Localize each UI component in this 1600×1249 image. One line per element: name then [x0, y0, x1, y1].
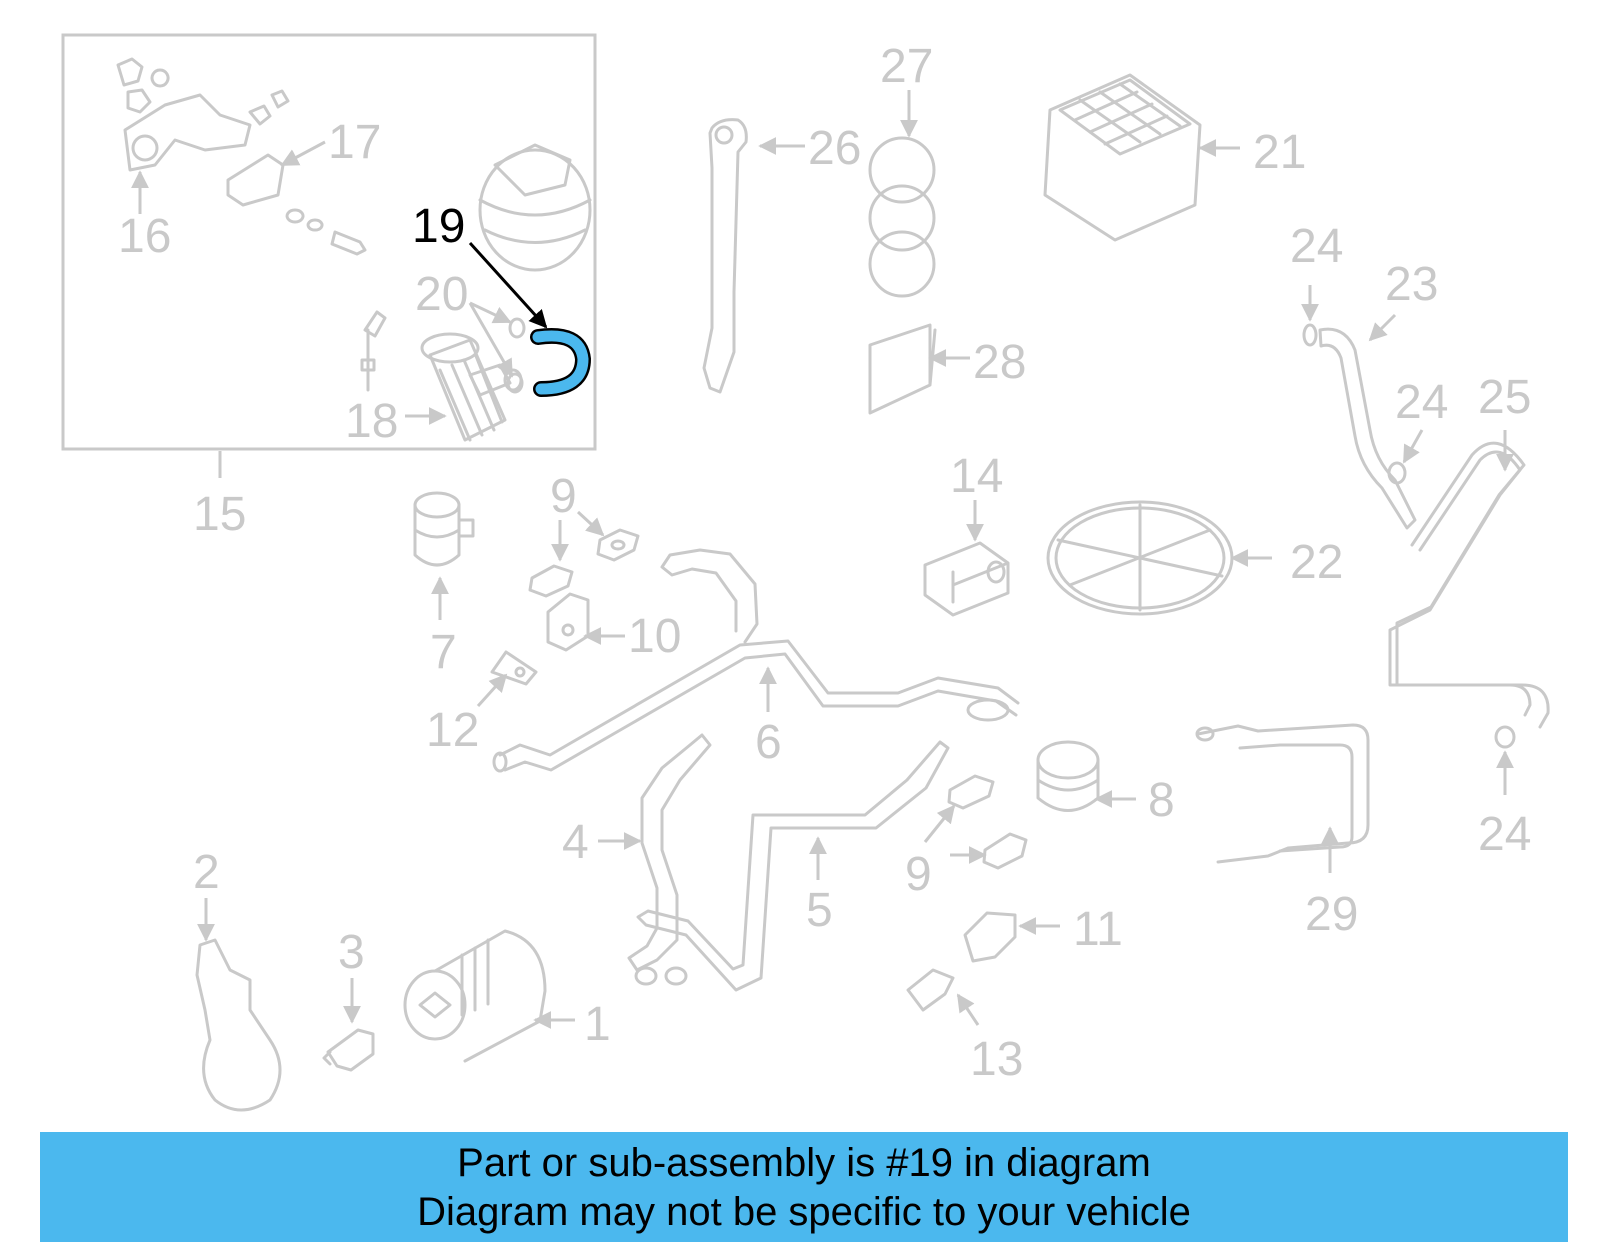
callout-13: 13	[970, 1033, 1023, 1086]
part-28-bracket[interactable]	[868, 323, 937, 415]
part-2-bracket[interactable]	[195, 938, 282, 1112]
callout-8: 8	[1148, 774, 1175, 827]
subassembly-box	[61, 33, 597, 451]
part-29-sensor[interactable]	[1195, 723, 1370, 864]
part-12-gasket[interactable]	[490, 650, 538, 686]
part-10-flange[interactable]	[546, 592, 590, 652]
part-25-tube[interactable]	[1388, 441, 1550, 729]
callout-6: 6	[755, 716, 782, 769]
part-16-bracket[interactable]	[116, 57, 252, 172]
callout-15: 15	[193, 488, 246, 541]
callout-12: 12	[426, 704, 479, 757]
callout-18: 18	[345, 395, 398, 448]
callout-16: 16	[118, 210, 171, 263]
callout-3: 3	[338, 926, 365, 979]
part-13-gasket[interactable]	[906, 968, 955, 1012]
part-20-seal[interactable]	[506, 317, 526, 394]
info-banner: Part or sub-assembly is #19 in diagram D…	[40, 1132, 1568, 1242]
part-21-housing[interactable]	[1043, 73, 1202, 242]
part-24-clamp-lower[interactable]	[1494, 725, 1516, 749]
callout-25: 25	[1478, 371, 1531, 424]
callout-14: 14	[950, 450, 1003, 503]
callout-4: 4	[562, 816, 589, 869]
part-24-clamp[interactable]	[1387, 461, 1407, 485]
part-5-hose[interactable]	[636, 740, 950, 992]
banner-line-disclaimer: Diagram may not be specific to your vehi…	[417, 1190, 1191, 1234]
part-4-hose[interactable]	[627, 733, 712, 986]
part-22-filter[interactable]	[1046, 500, 1234, 616]
part-26-pipe[interactable]	[702, 118, 748, 394]
temp-sensor[interactable]	[360, 310, 387, 392]
part-9-gasket-upper[interactable]	[596, 528, 640, 562]
part-3-sensor[interactable]	[322, 1028, 375, 1072]
callout-27: 27	[880, 40, 933, 93]
callout-24-top: 24	[1290, 220, 1343, 273]
part-1-air-pump[interactable]	[403, 929, 547, 1063]
callout-20: 20	[415, 268, 468, 321]
callout-9-lower: 9	[905, 848, 932, 901]
banner-line-part: Part or sub-assembly is #19 in diagram	[457, 1141, 1151, 1185]
part-7-valve[interactable]	[413, 491, 475, 567]
callout-24-bottom: 24	[1478, 808, 1531, 861]
callout-23: 23	[1385, 258, 1438, 311]
air-valve[interactable]	[478, 143, 592, 272]
callout-24-mid: 24	[1395, 376, 1448, 429]
callout-21: 21	[1253, 126, 1306, 179]
callout-9-upper: 9	[550, 470, 577, 523]
callout-10: 10	[628, 610, 681, 663]
part-18-filter[interactable]	[420, 332, 523, 442]
callout-26: 26	[808, 122, 861, 175]
callout-17: 17	[328, 116, 381, 169]
part-17-valve[interactable]	[226, 89, 367, 256]
callout-11: 11	[1073, 903, 1123, 956]
part-23-hose[interactable]	[1302, 323, 1417, 530]
part-6-pipe[interactable]	[492, 548, 1020, 773]
part-9-gasket-left[interactable]	[528, 564, 574, 598]
callout-22: 22	[1290, 536, 1343, 589]
part-14-valve[interactable]	[923, 541, 1010, 617]
callout-1: 1	[584, 998, 611, 1051]
part-11-flange[interactable]	[963, 911, 1017, 963]
callout-29: 29	[1305, 888, 1358, 941]
callout-28: 28	[973, 336, 1026, 389]
part-27-diaphragm[interactable]	[868, 136, 936, 298]
part-19-hose-fill	[532, 330, 589, 395]
callout-2: 2	[193, 846, 220, 899]
callout-7: 7	[430, 626, 457, 679]
callout-19: 19	[412, 200, 465, 253]
part-8-valve[interactable]	[1036, 740, 1100, 812]
callout-5: 5	[806, 884, 833, 937]
